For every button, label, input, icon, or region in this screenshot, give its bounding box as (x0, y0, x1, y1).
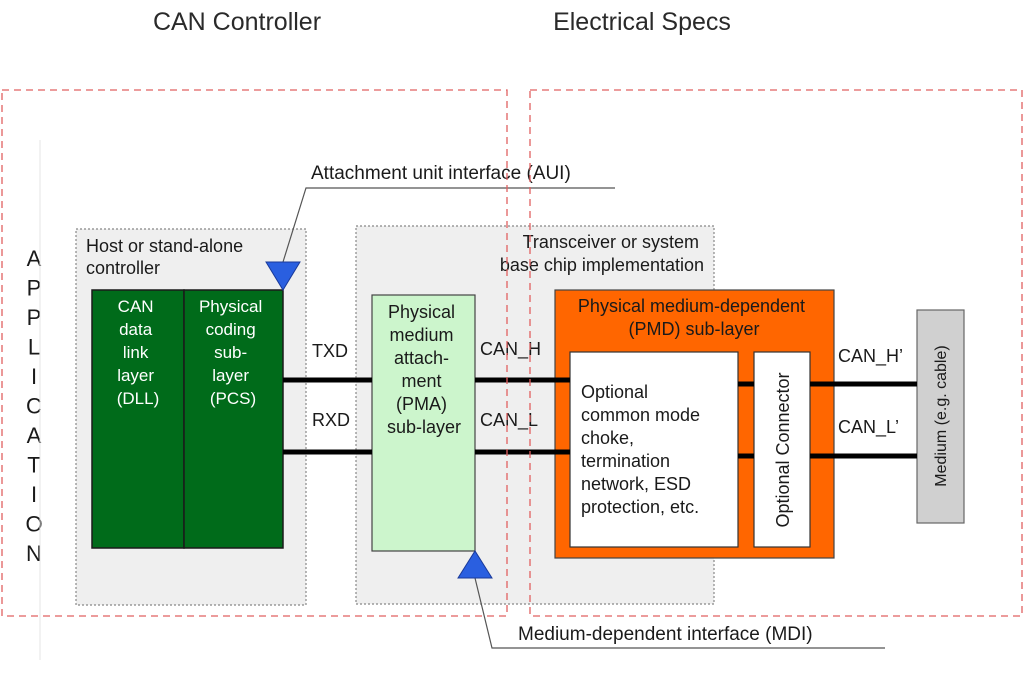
application-letter: N (26, 541, 42, 566)
mdi-label: Medium-dependent interface (MDI) (518, 624, 813, 645)
application-letter: I (31, 364, 37, 389)
can-h-prime-label: CAN_H’ (838, 346, 903, 367)
medium-label: Medium (e.g. cable) (933, 345, 950, 486)
application-letter: P (27, 276, 42, 301)
dll-label: CAN data link layer (DLL) (117, 297, 160, 408)
electrical-specs-region (529, 89, 1023, 617)
application-letter: P (27, 305, 42, 330)
aui-triangle-icon (265, 261, 301, 291)
medium-block (916, 309, 965, 524)
pcs-label: Physical coding sub- layer (PCS) (199, 297, 267, 408)
pmd-title: Physical medium-dependent (PMD) sub-laye… (578, 296, 810, 339)
can-h-label: CAN_H (480, 339, 541, 360)
rxd-label: RXD (312, 410, 350, 430)
txd-label: TXD (312, 341, 348, 361)
choke-block (569, 351, 739, 548)
application-letter: O (25, 512, 42, 537)
can-l-label: CAN_L (480, 410, 538, 431)
dll-block (91, 289, 185, 549)
can-controller-header: CAN Controller (153, 8, 321, 36)
mdi-triangle-icon (457, 550, 493, 579)
connector-block (753, 351, 811, 548)
pcs-block (183, 289, 284, 549)
pma-block (371, 294, 476, 552)
can-controller-region (1, 89, 508, 617)
pma-label: Physical medium attach- ment (PMA) sub-l… (387, 302, 461, 437)
choke-label: Optional common mode choke, termination … (581, 382, 705, 517)
mdi-leader-line (474, 577, 885, 649)
application-letter: C (26, 394, 42, 419)
application-letter: I (31, 482, 37, 507)
aui-label: Attachment unit interface (AUI) (311, 163, 571, 184)
can-l-prime-label: CAN_L’ (838, 417, 899, 438)
application-letter: A (27, 246, 42, 271)
connector-label: Optional Connector (773, 372, 793, 527)
application-letter: L (28, 335, 40, 360)
host-controller-title: Host or stand-alone controller (86, 236, 248, 278)
application-letter: T (27, 453, 40, 478)
aui-leader-line (282, 187, 615, 263)
application-letter: A (27, 423, 42, 448)
transceiver-title: Transceiver or system base chip implemen… (500, 232, 704, 275)
electrical-specs-header: Electrical Specs (553, 8, 731, 36)
